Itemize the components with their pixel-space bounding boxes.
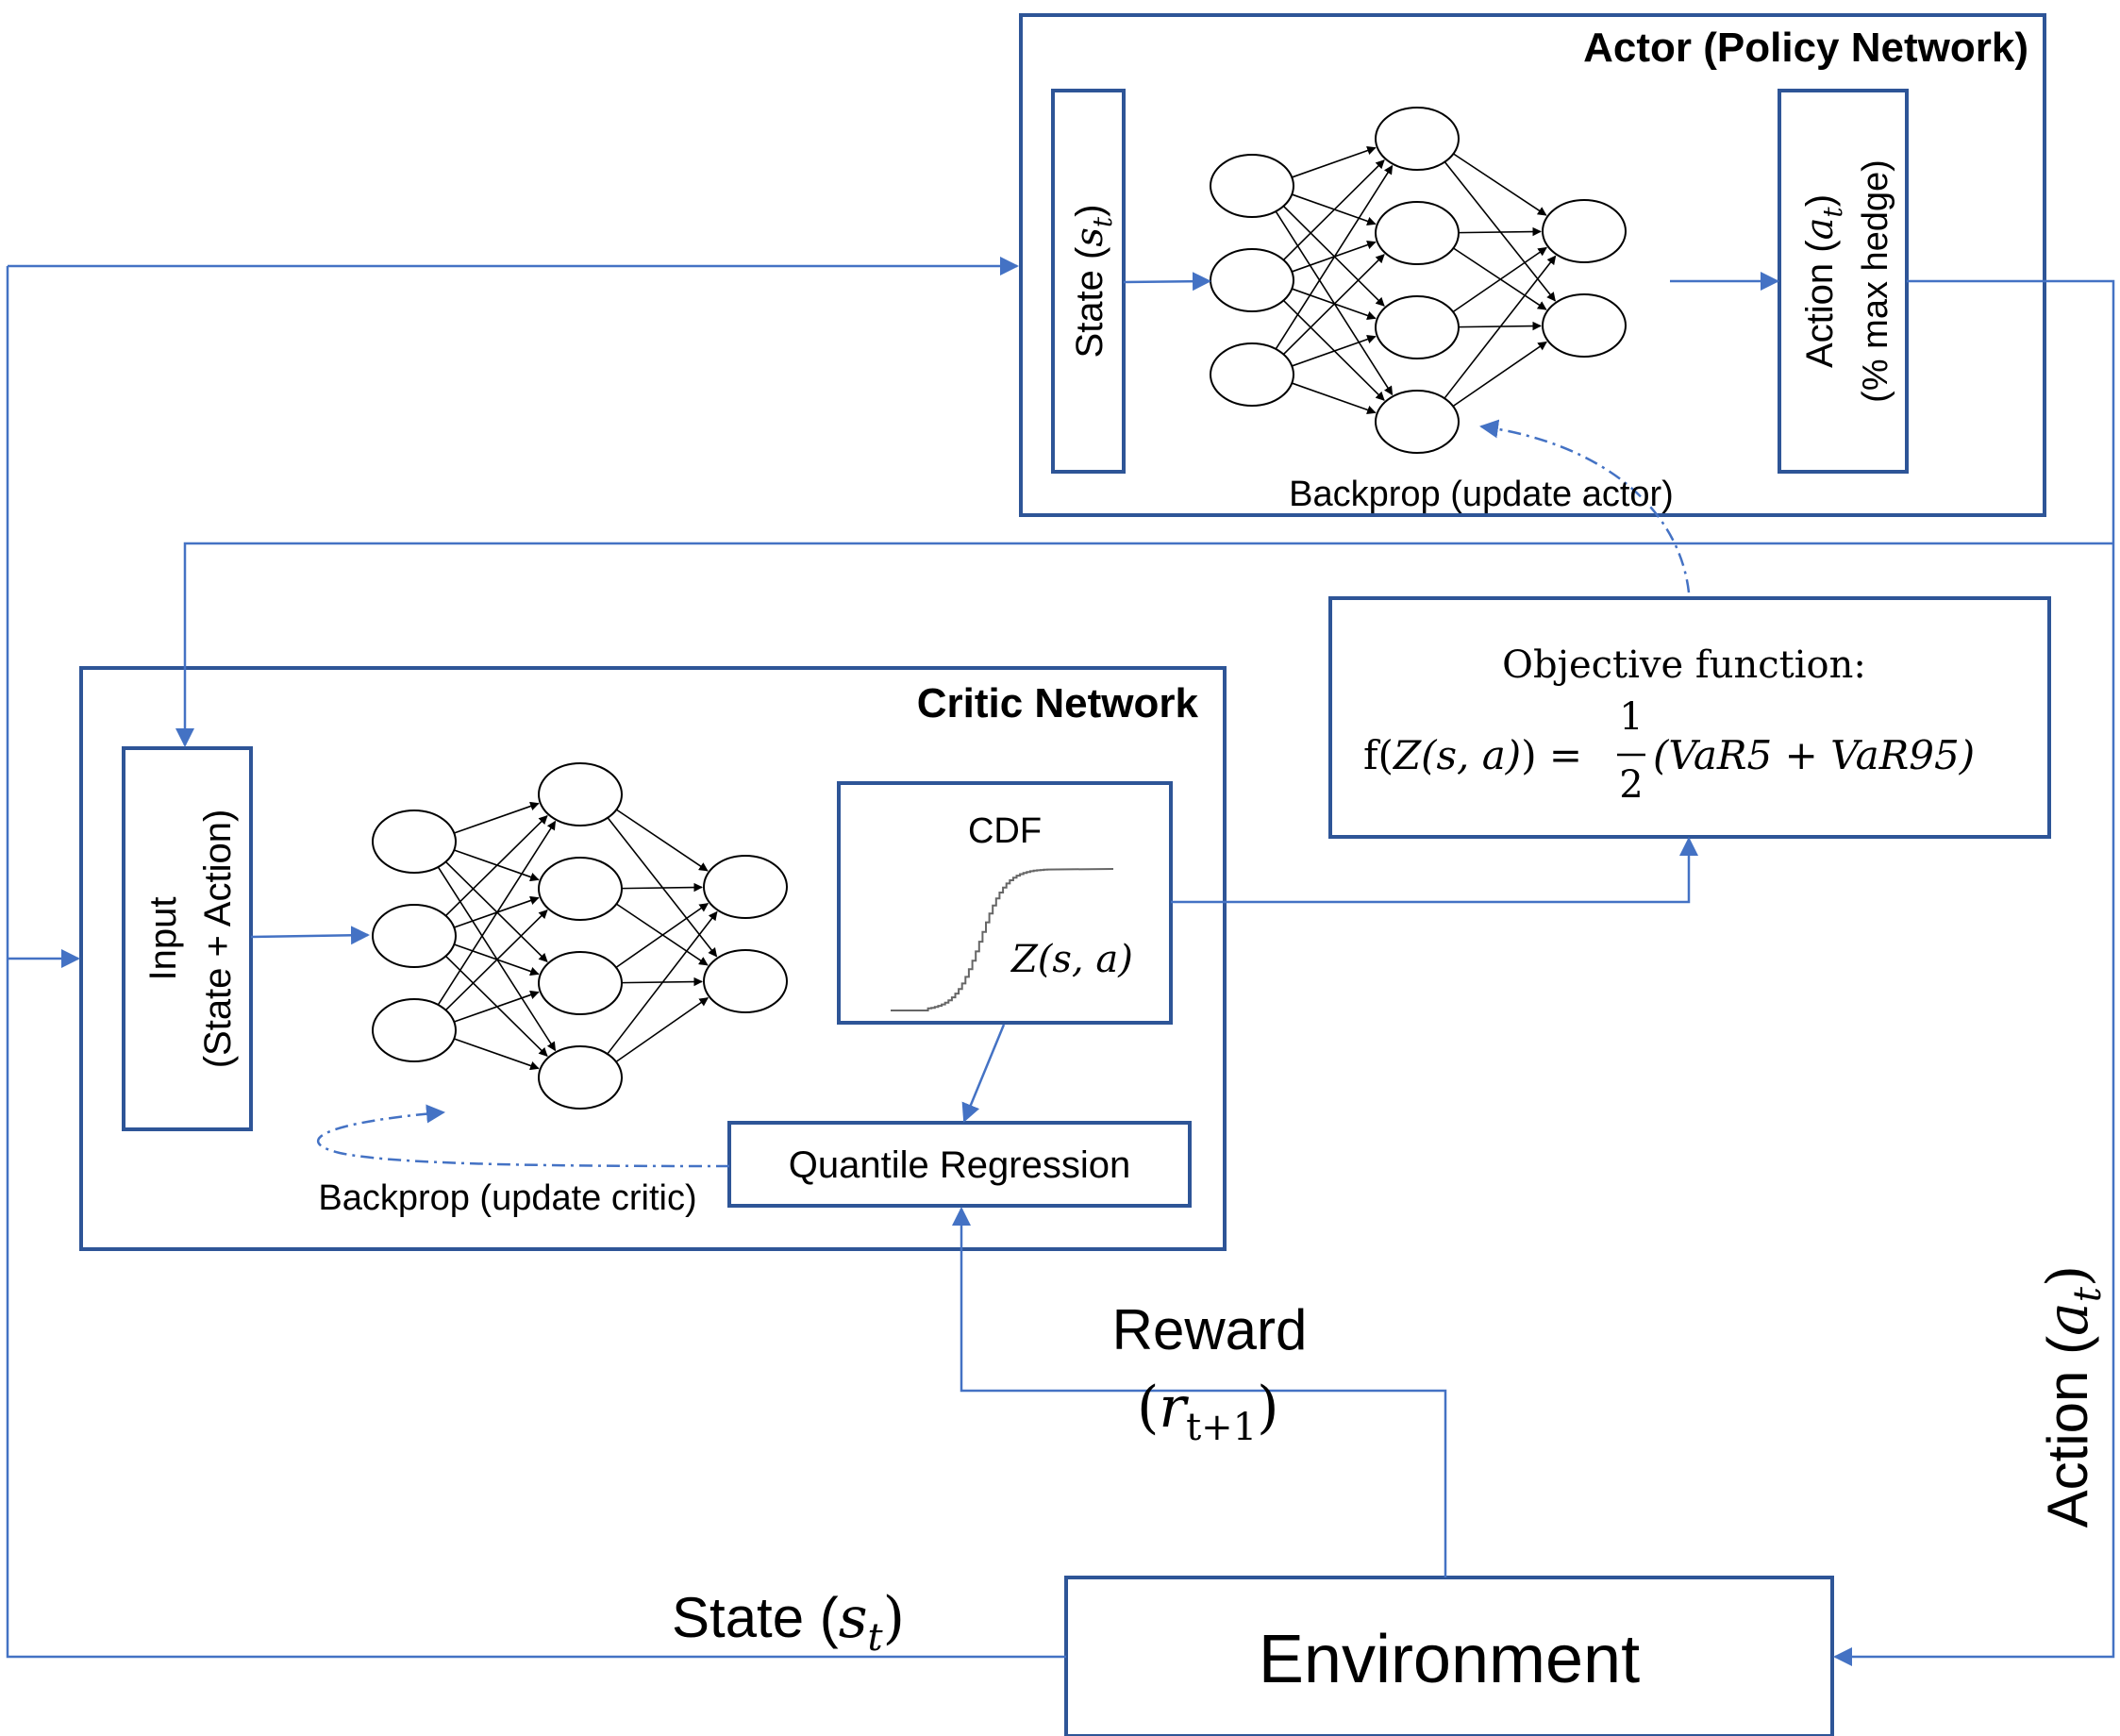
actor-nn-edge	[1282, 299, 1385, 401]
critic-nn-node	[538, 951, 623, 1015]
actor-nn-edge	[1275, 164, 1394, 350]
actor-nn-edge	[1282, 205, 1385, 307]
actor-nn-node	[1210, 154, 1294, 218]
environment-label: Environment	[1259, 1622, 1640, 1697]
actor-nn-edge	[1453, 247, 1547, 310]
actor-title: Actor (Policy Network)	[1583, 25, 2028, 71]
critic-input-line1: Input	[142, 897, 184, 981]
actor-neural-network	[1210, 107, 1627, 454]
critic-nn-node	[372, 904, 457, 968]
actor-nn-node	[1210, 342, 1294, 407]
critic-nn-edge	[621, 882, 703, 893]
action-to-environment-arrow	[1833, 279, 2115, 1666]
critic-input-to-nn-arrow	[250, 926, 370, 945]
actor-nn-node	[1375, 390, 1460, 454]
actor-nn-edge	[1452, 341, 1547, 408]
critic-title: Critic Network	[917, 680, 1199, 726]
objective-box	[1328, 596, 2051, 839]
critic-box	[79, 666, 1227, 1251]
actor-action-sublabel: (% max hedge)	[1856, 159, 1895, 403]
actor-nn-node	[1210, 248, 1294, 312]
reward-symbol: (rt+1)	[1137, 1375, 1279, 1449]
actor-nn-edge	[1292, 334, 1377, 367]
critic-nn-edge	[615, 809, 709, 872]
critic-nn-edge	[607, 910, 718, 1055]
quantile-box	[727, 1121, 1192, 1208]
actor-state-label: State (st)	[1068, 205, 1118, 359]
cdf-title: CDF	[968, 811, 1042, 851]
critic-nn-edge	[615, 903, 709, 966]
critic-nn-edge	[454, 990, 540, 1023]
objective-frac-num: 1	[1619, 695, 1643, 739]
quantile-label: Quantile Regression	[789, 1144, 1130, 1186]
actor-nn-node	[1542, 293, 1627, 358]
actor-nn-node	[1375, 295, 1460, 359]
actor-nn-edge	[1452, 246, 1547, 313]
critic-nn-edge	[615, 902, 709, 969]
critic-input-line2: (State + Action)	[197, 810, 239, 1069]
environment-state-line	[6, 266, 1066, 1659]
critic-nn-node	[372, 998, 457, 1062]
actor-nn-edge	[1453, 153, 1547, 216]
critic-backprop-label: Backprop (update critic)	[318, 1178, 696, 1218]
actor-nn-edge	[1282, 254, 1385, 356]
actor-nn-node	[1542, 199, 1627, 263]
actor-nn-edge	[1282, 159, 1385, 261]
objective-title: Objective function:	[1502, 643, 1866, 687]
cdf-to-quantile-arrow	[961, 1024, 1006, 1123]
critic-backprop-arrow	[317, 1104, 730, 1168]
critic-nn-edge	[615, 996, 709, 1063]
critic-input-box	[122, 746, 253, 1131]
critic-nn-node	[538, 762, 623, 826]
action-to-critic-input-arrow	[175, 542, 2113, 747]
critic-nn-node	[538, 857, 623, 921]
critic-nn-node	[703, 949, 788, 1013]
actor-box	[1019, 13, 2046, 517]
actor-state-to-nn-arrow	[1123, 272, 1211, 292]
objective-rhs: (VaR5 + VaR95)	[1653, 732, 1975, 778]
actor-nn-edge	[1292, 145, 1377, 178]
action-right-label: Action (at)	[2035, 1265, 2110, 1528]
critic-nn-edge	[444, 910, 548, 1011]
actor-action-label: Action (at)	[1798, 194, 1848, 368]
critic-nn-edge	[437, 820, 557, 1006]
cdf-curve	[891, 868, 1114, 1011]
critic-nn-edge	[454, 801, 540, 834]
reward-to-quantile-arrow	[952, 1207, 1447, 1577]
reward-label: Reward	[1112, 1298, 1308, 1361]
actor-nn-edge	[1444, 255, 1557, 399]
critic-nn-node	[538, 1045, 623, 1110]
critic-nn-node	[703, 855, 788, 919]
critic-neural-network	[372, 762, 788, 1110]
objective-frac-den: 2	[1619, 763, 1643, 807]
critic-nn-edge	[444, 860, 548, 962]
objective-formula: f(Z(s, a)) =	[1363, 732, 1582, 778]
actor-nn-edge	[1458, 226, 1542, 237]
critic-nn-edge	[444, 815, 548, 917]
critic-nn-node	[372, 810, 457, 874]
critic-nn-edge	[444, 955, 548, 1057]
actor-nn-edge	[1292, 382, 1377, 415]
critic-nn-edge	[454, 1038, 540, 1071]
cdf-to-objective-arrow	[1171, 837, 1698, 904]
state-bottom-label: State (st)	[672, 1585, 905, 1660]
actor-nn-node	[1375, 201, 1460, 265]
actor-nn-node	[1375, 107, 1460, 171]
actor-backprop-label: Backprop (update actor)	[1289, 475, 1674, 514]
actor-backprop-arrow	[1479, 419, 1691, 593]
cdf-z-label: Z(s, a)	[1010, 938, 1133, 981]
